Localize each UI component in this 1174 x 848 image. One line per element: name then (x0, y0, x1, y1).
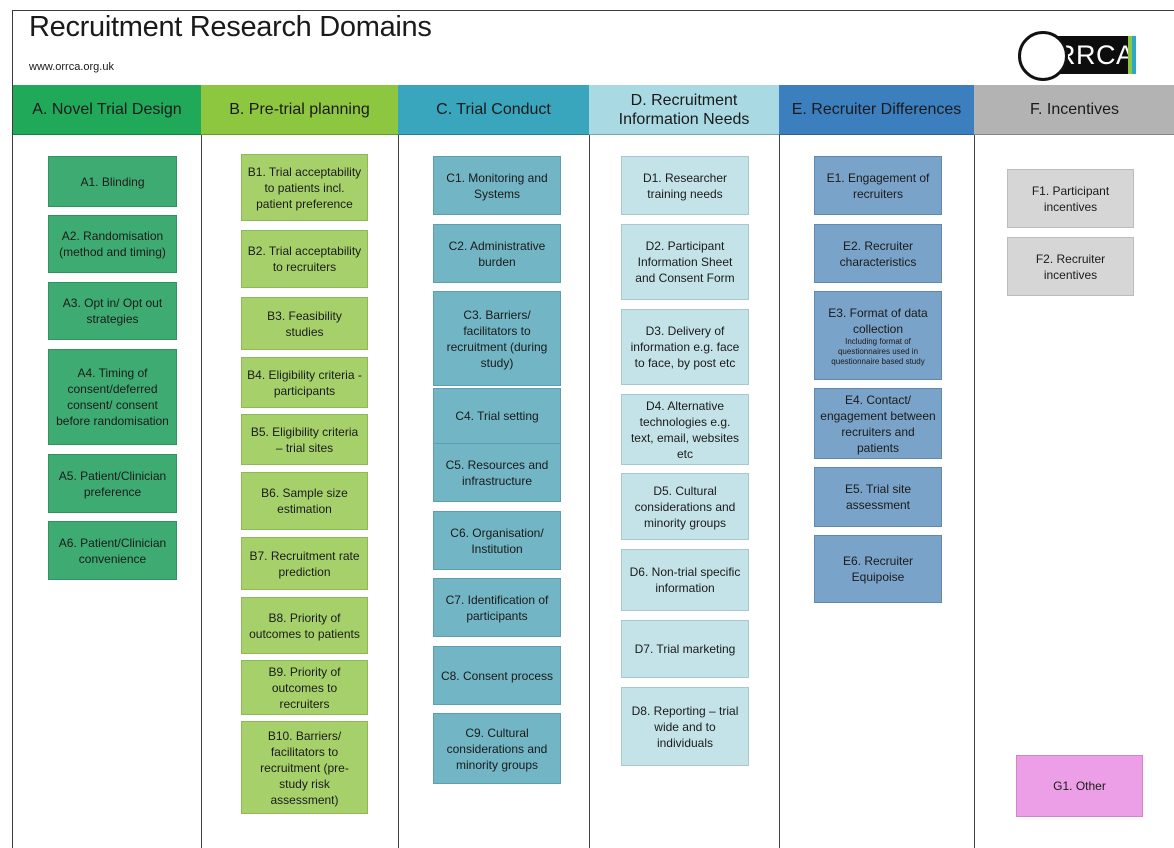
domain-box-c9: C9. Cultural considerations and minority… (433, 713, 561, 784)
domain-box-d1: D1. Researcher training needs (621, 156, 749, 215)
column-divider (779, 135, 780, 848)
domain-box-e3-label: E3. Format of data collection (828, 305, 928, 336)
orrca-logo: RRCA (1018, 31, 1138, 81)
column-header-f: F. Incentives (974, 85, 1174, 135)
domain-box-b5: B5. Eligibility criteria – trial sites (241, 414, 368, 465)
domain-box-e1: E1. Engagement of recruiters (814, 156, 942, 215)
domain-box-b1: B1. Trial acceptability to patients incl… (241, 154, 368, 221)
domain-box-a5: A5. Patient/Clinician preference (48, 454, 177, 513)
domain-box-e3-note: Including format of questionnaires used … (831, 336, 925, 366)
domain-box-d7: D7. Trial marketing (621, 620, 749, 678)
logo-stripe (1128, 36, 1136, 74)
domain-box-b9: B9. Priority of outcomes to recruiters (241, 660, 368, 715)
column-divider (398, 135, 399, 848)
domain-box-a2: A2. Randomisation (method and timing) (48, 215, 177, 273)
domain-box-b7: B7. Recruitment rate prediction (241, 537, 368, 590)
domain-box-e4: E4. Contact/ engagement between recruite… (814, 388, 942, 459)
domain-box-c4: C4. Trial setting (433, 388, 561, 444)
column-header-e: E. Recruiter Differences (779, 85, 974, 135)
domain-box-a3: A3. Opt in/ Opt out strategies (48, 282, 177, 340)
domain-box-c8: C8. Consent process (433, 646, 561, 705)
domain-box-b10: B10. Barriers/ facilitators to recruitme… (241, 721, 368, 814)
domain-box-a4: A4. Timing of consent/deferred consent/ … (48, 349, 177, 445)
domain-box-e2: E2. Recruiter characteristics (814, 224, 942, 283)
domain-box-c5: C5. Resources and infrastructure (433, 443, 561, 502)
column-header-c: C. Trial Conduct (398, 85, 589, 135)
domain-box-b2: B2. Trial acceptability to recruiters (241, 230, 368, 288)
domain-box-d3: D3. Delivery of information e.g. face to… (621, 309, 749, 385)
domain-box-e3: E3. Format of data collection Including … (814, 291, 942, 380)
column-header-a: A. Novel Trial Design (13, 85, 201, 135)
domain-box-b4: B4. Eligibility criteria - participants (241, 357, 368, 408)
domain-box-e6: E6. Recruiter Equipoise (814, 535, 942, 603)
domain-box-g1: G1. Other (1016, 755, 1143, 817)
column-divider (589, 135, 590, 848)
domain-box-d4: D4. Alternative technologies e.g. text, … (621, 394, 749, 465)
logo-ring-icon (1018, 31, 1068, 81)
column-header-d: D. Recruitment Information Needs (589, 85, 779, 135)
domain-box-d6: D6. Non-trial specific information (621, 549, 749, 611)
domain-box-e5: E5. Trial site assessment (814, 467, 942, 527)
domain-box-c3: C3. Barriers/ facilitators to recruitmen… (433, 291, 561, 386)
domain-box-b3: B3. Feasibility studies (241, 297, 368, 350)
column-header-b: B. Pre-trial planning (201, 85, 398, 135)
diagram-frame: Recruitment Research Domains www.orrca.o… (12, 10, 1174, 848)
page-title: Recruitment Research Domains (29, 11, 432, 43)
domain-box-b8: B8. Priority of outcomes to patients (241, 597, 368, 654)
logo-text: RRCA (1056, 39, 1135, 70)
domain-box-a1: A1. Blinding (48, 156, 177, 207)
domain-box-d5: D5. Cultural considerations and minority… (621, 473, 749, 540)
column-divider (974, 135, 975, 848)
domain-box-d2: D2. Participant Information Sheet and Co… (621, 224, 749, 300)
domain-box-b6: B6. Sample size estimation (241, 472, 368, 530)
domain-box-f2: F2. Recruiter incentives (1007, 237, 1134, 296)
domain-box-d8: D8. Reporting – trial wide and to indivi… (621, 687, 749, 766)
column-divider (201, 135, 202, 848)
domain-box-c1: C1. Monitoring and Systems (433, 156, 561, 215)
domain-box-c6: C6. Organisation/ Institution (433, 511, 561, 570)
domain-box-c2: C2. Administrative burden (433, 224, 561, 283)
domain-box-c7: C7. Identification of participants (433, 578, 561, 637)
domain-box-a6: A6. Patient/Clinician convenience (48, 521, 177, 580)
domain-box-f1: F1. Participant incentives (1007, 169, 1134, 228)
site-url: www.orrca.org.uk (29, 61, 114, 73)
